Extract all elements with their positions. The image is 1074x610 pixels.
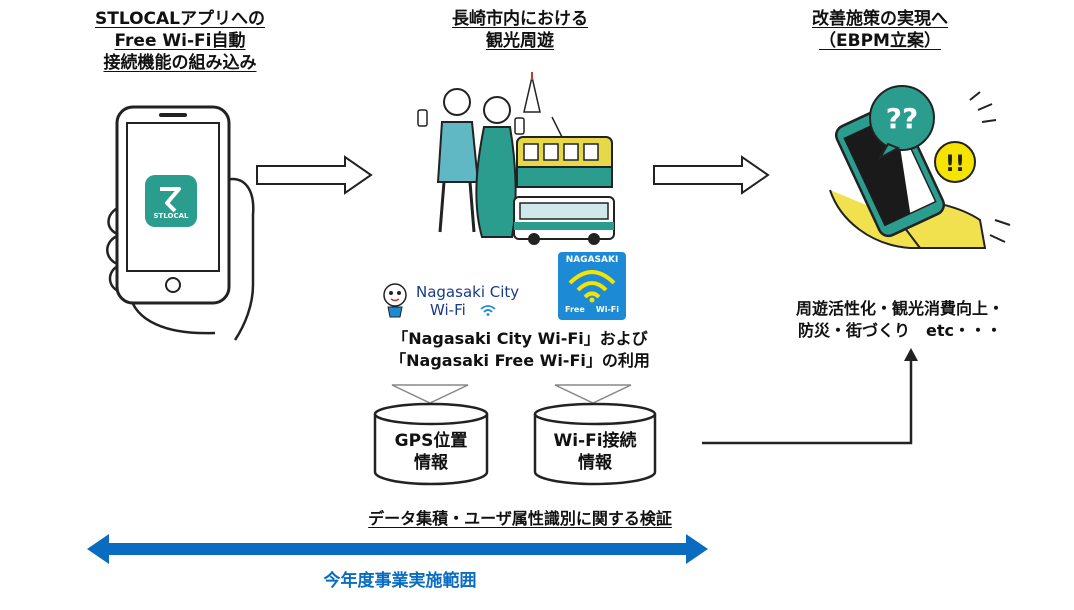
gps-database-cylinder: [373, 402, 489, 486]
wifi-database-line: 情報: [578, 453, 612, 473]
down-arrow-gps: [391, 384, 469, 404]
scope-label: 今年度事業実施範囲: [323, 571, 477, 591]
col1-title: STLOCALアプリへの Free Wi-Fi自動 接続機能の組み込み: [60, 8, 300, 74]
col3-title-line: 改善施策の実現へ: [812, 9, 948, 29]
col2-title-line: 観光周遊: [486, 31, 554, 51]
gps-database-line: GPS位置: [394, 431, 468, 451]
mascot-icon: [383, 283, 407, 318]
stlocal-app-icon: STLOCAL: [145, 175, 197, 227]
result-text: 周遊活性化・観光消費向上・ 防災・街づくり etc・・・: [770, 298, 1030, 342]
result-line: 防災・街づくり etc・・・: [798, 321, 1002, 340]
col3-title: 改善施策の実現へ （EBPM立案）: [770, 8, 990, 52]
verification-label: データ集積・ユーザ属性識別に関する検証: [368, 509, 672, 528]
nagasaki-city-wifi-logo: Nagasaki City Wi-Fi: [378, 281, 528, 321]
col1-title-line: STLOCALアプリへの: [95, 9, 265, 29]
flow-arrow-2: [653, 155, 770, 195]
col1-title-line: Free Wi-Fi自動: [114, 31, 246, 51]
logo-free-top: NAGASAKI: [565, 255, 619, 265]
col1-title-line: 接続機能の組み込み: [103, 53, 257, 73]
wifi-icon: [568, 270, 616, 303]
wifi-usage-line: 「Nagasaki City Wi-Fi」および: [392, 329, 648, 348]
logo-city-name: Nagasaki City: [416, 283, 520, 301]
question-marks: ??: [886, 102, 918, 135]
nagasaki-free-wifi-logo: NAGASAKI Free Wi-Fi: [558, 252, 626, 320]
wifi-icon: [480, 305, 496, 316]
phone-question-illustration: ?? !!: [829, 85, 1011, 249]
flow-arrow-1: [256, 155, 373, 195]
gps-database-label: GPS位置 情報: [372, 430, 490, 474]
logo-free-bottom: Free Wi-Fi: [565, 305, 619, 314]
col2-title-line: 長崎市内における: [452, 9, 588, 29]
wifi-usage-text: 「Nagasaki City Wi-Fi」および 「Nagasaki Free …: [355, 328, 685, 372]
col2-title: 長崎市内における 観光周遊: [420, 8, 620, 52]
exclamation-marks: !!: [945, 152, 965, 177]
stlocal-logo-icon: [160, 187, 181, 213]
tourists-tram-bus-illustration: [417, 72, 615, 245]
down-arrow-wifi: [554, 384, 632, 404]
result-line: 周遊活性化・観光消費向上・: [795, 299, 1004, 318]
scope-double-arrow: [87, 534, 708, 564]
wifi-usage-line: 「Nagasaki Free Wi-Fi」の利用: [390, 351, 650, 370]
wifi-database-cylinder: [533, 402, 657, 486]
col3-title-line: （EBPM立案）: [819, 31, 941, 51]
stlocal-label: STLOCAL: [153, 212, 189, 220]
wifi-database-line: Wi-Fi接続: [553, 431, 637, 451]
logo-city-wifi: Wi-Fi: [430, 301, 466, 319]
gps-database-line: 情報: [414, 453, 448, 473]
wifi-database-label: Wi-Fi接続 情報: [532, 430, 658, 474]
connector-arrow: [702, 348, 918, 445]
